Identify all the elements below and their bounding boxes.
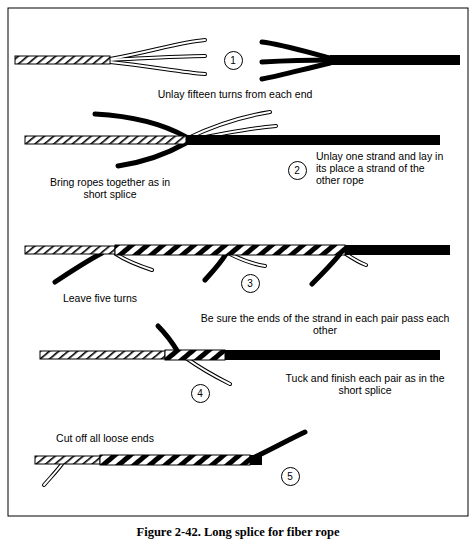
instruction-note: Leave five turns — [50, 292, 150, 304]
callout-circle: 2 — [288, 161, 307, 180]
callout-circle: 5 — [281, 467, 300, 486]
callout-circle: 4 — [191, 384, 210, 403]
callout-number: 2 — [294, 165, 300, 176]
instruction-note: Bring ropes together as in short splice — [40, 176, 180, 200]
instruction-note: Unlay fifteen turns from each end — [140, 88, 330, 100]
figure-caption: Figure 2-42. Long splice for fiber rope — [0, 525, 476, 540]
instruction-note: Be sure the ends of the strand in each p… — [200, 312, 450, 336]
instruction-note: Cut off all loose ends — [35, 432, 175, 444]
callout-number: 5 — [287, 471, 293, 482]
callout-number: 4 — [197, 388, 203, 399]
instruction-note: Tuck and finish each pair as in the shor… — [285, 372, 445, 396]
callout-circle: 1 — [224, 51, 243, 70]
callout-circle: 3 — [241, 274, 260, 293]
callout-number: 1 — [230, 55, 236, 66]
callout-number: 3 — [247, 278, 253, 289]
instruction-note: Unlay one strand and lay in its place a … — [316, 150, 451, 186]
